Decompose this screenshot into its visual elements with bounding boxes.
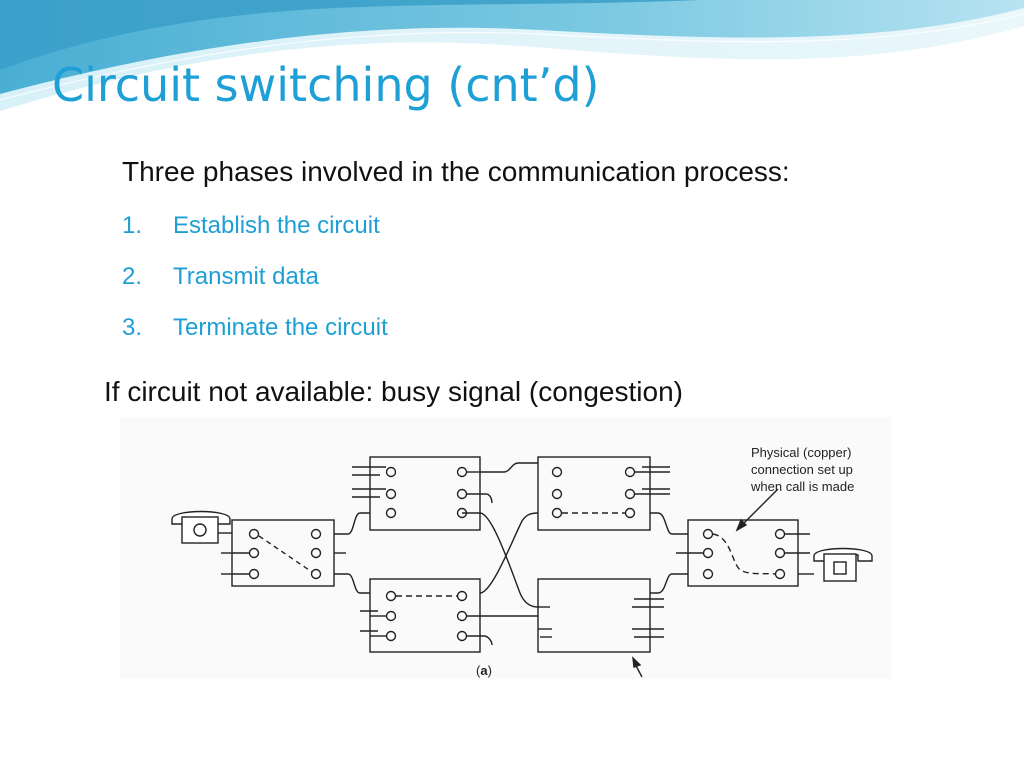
list-item: 1. Establish the circuit: [122, 212, 388, 263]
telephone-icon: [813, 547, 873, 582]
callout-text: connection set up: [751, 462, 853, 477]
telephone-icon: [171, 510, 231, 544]
busy-signal-note: If circuit not available: busy signal (c…: [104, 376, 683, 407]
intro-text: Three phases involved in the communicati…: [122, 156, 790, 187]
circuit-switching-diagram: Physical (copper) connection set up when…: [120, 417, 892, 679]
switching-office: [537, 578, 651, 653]
list-item-number: 1.: [122, 212, 143, 239]
list-item: 3. Terminate the circuit: [122, 314, 388, 365]
phase-list: 1. Establish the circuit 2. Transmit dat…: [122, 212, 388, 365]
list-item-number: 2.: [122, 263, 143, 290]
callout-text: Physical (copper): [751, 445, 851, 460]
list-item-text: Establish the circuit: [173, 212, 380, 239]
header-wave-decoration: [0, 0, 1024, 113]
callout-text: when call is made: [750, 479, 854, 494]
figure-caption: (a): [476, 663, 492, 678]
list-item-number: 3.: [122, 314, 143, 341]
list-item-text: Transmit data: [173, 263, 319, 290]
slide-title: Circuit switching (cnt’d): [52, 58, 600, 112]
list-item-text: Terminate the circuit: [173, 314, 388, 341]
list-item: 2. Transmit data: [122, 263, 388, 314]
switch-contacts: [248, 528, 322, 580]
